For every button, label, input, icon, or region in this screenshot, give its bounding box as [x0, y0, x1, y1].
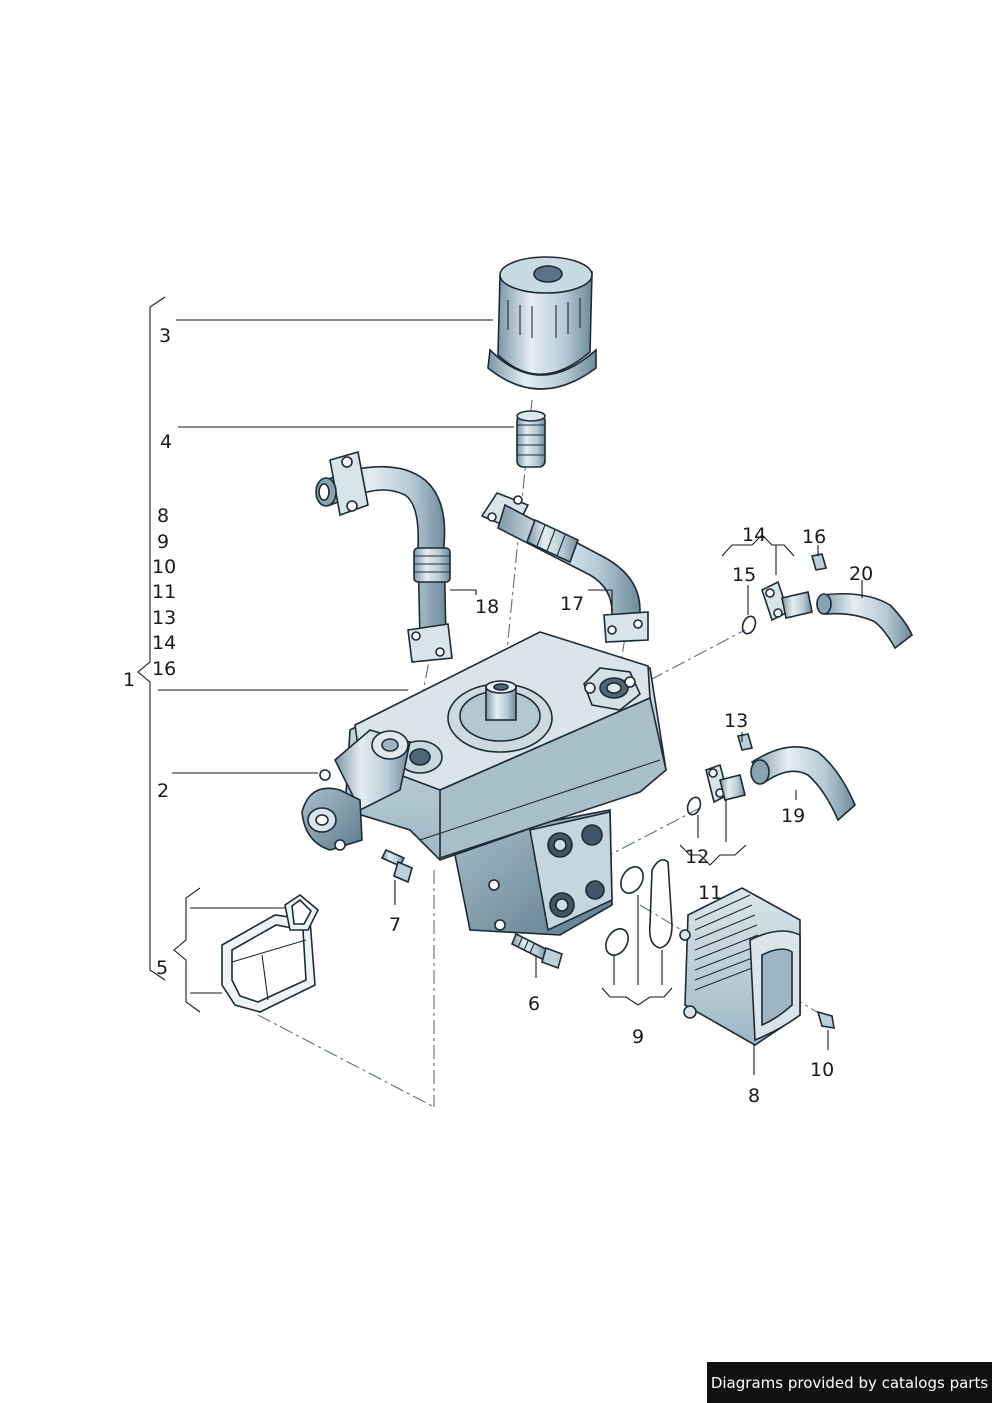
callout-11: 11: [698, 882, 722, 904]
coolant-pipe-18: [315, 450, 453, 663]
oil-filter-housing: [301, 631, 667, 936]
braces: [137, 296, 795, 1013]
group-item-16: 16: [152, 658, 176, 680]
callout-5: 5: [156, 957, 168, 979]
callout-15: 15: [732, 564, 756, 586]
callout-10: 10: [810, 1059, 834, 1081]
group-item-10: 10: [152, 556, 176, 578]
callout-1: 1: [123, 669, 135, 691]
callout-13: 13: [724, 710, 748, 732]
o-rings: [605, 859, 673, 956]
callout-8: 8: [748, 1085, 760, 1107]
bolt-7: [380, 848, 413, 884]
bolt-6: [510, 932, 563, 970]
oil-filter: [487, 256, 597, 390]
group-item-13: 13: [152, 607, 176, 629]
group-item-11: 11: [152, 581, 176, 603]
threaded-stud: [516, 410, 546, 468]
callout-14: 14: [742, 524, 766, 546]
coolant-pipe-17: [480, 492, 649, 643]
callout-3: 3: [159, 325, 171, 347]
credit-banner: Diagrams provided by catalogs parts: [707, 1362, 992, 1403]
callout-4: 4: [160, 431, 172, 453]
callout-6: 6: [528, 993, 540, 1015]
gasket: [221, 894, 319, 1013]
callout-labels: 1 2 3 4 5 8 9 10 11 13 14 16 6 7 8 9 10 …: [123, 325, 873, 1107]
group-item-14: 14: [152, 632, 176, 654]
callout-12: 12: [685, 846, 709, 868]
group-item-9: 9: [157, 531, 169, 553]
coolant-connector-upper: [741, 553, 913, 650]
callout-7: 7: [389, 914, 401, 936]
callout-2: 2: [157, 780, 169, 802]
callout-17: 17: [560, 593, 584, 615]
oil-cooler: [679, 887, 801, 1046]
coolant-connector-lower: [686, 733, 856, 822]
leader-lines: [158, 319, 863, 1075]
callout-16: 16: [802, 526, 826, 548]
callout-18: 18: [475, 596, 499, 618]
callout-19: 19: [781, 805, 805, 827]
callout-9: 9: [632, 1026, 644, 1048]
group-item-8: 8: [157, 505, 169, 527]
bolt-10: [816, 1010, 835, 1029]
callout-20: 20: [849, 563, 873, 585]
